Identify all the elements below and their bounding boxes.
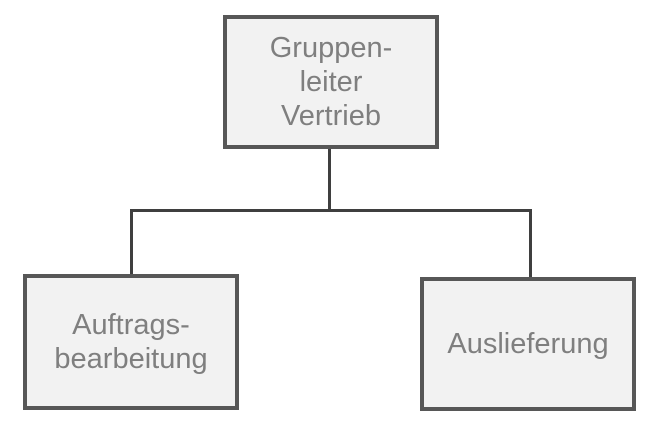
node-label: Auslieferung — [447, 328, 609, 360]
connector-root-down — [328, 149, 331, 211]
connector-to-left-child — [130, 209, 133, 275]
node-label: Gruppen- leiter Vertrieb — [269, 32, 393, 132]
node-label: Auftrags- bearbeitung — [54, 309, 208, 375]
connector-horizontal — [130, 209, 532, 212]
node-auftragsbearbeitung: Auftrags- bearbeitung — [23, 274, 239, 410]
node-auslieferung: Auslieferung — [420, 277, 636, 411]
connector-to-right-child — [529, 209, 532, 278]
node-gruppenleiter-vertrieb: Gruppen- leiter Vertrieb — [223, 15, 439, 149]
